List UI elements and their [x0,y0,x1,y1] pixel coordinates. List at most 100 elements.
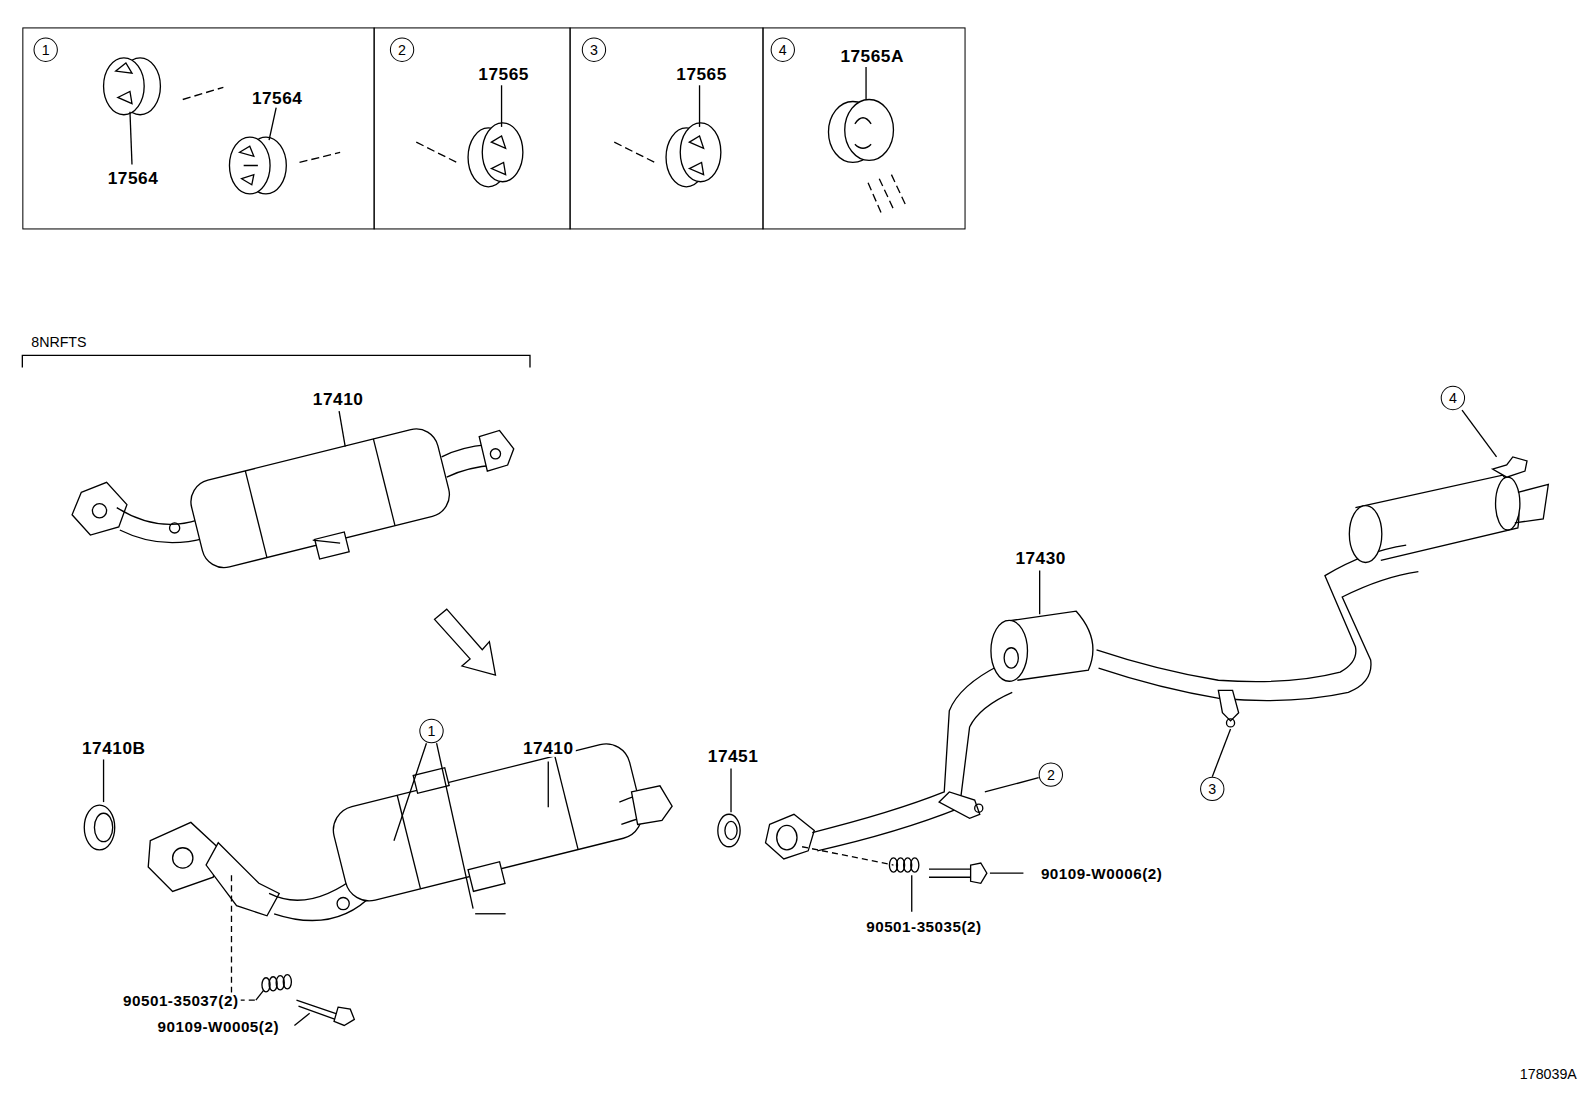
illustration-line [855,118,871,148]
illustration-line [1212,729,1230,777]
illustration-line [116,63,132,104]
illustration-line [1004,648,1018,668]
illustration-line [911,858,919,872]
illustration-line [614,142,655,162]
part-number: 17565 [476,65,531,82]
callout-circle: 1 [419,719,443,743]
illustration-line [1492,457,1527,477]
part-number: 17564 [250,90,305,107]
illustration-line [1226,719,1234,727]
illustration-line [911,875,912,912]
illustration-line [328,739,647,906]
illustration-line [397,795,420,889]
detail-panel: 17565A 4 [762,27,965,229]
illustration-line [186,424,457,586]
illustration-line [1462,410,1497,457]
illustration-line [104,58,341,194]
illustration-line [173,848,193,868]
illustration-line [296,1000,341,1020]
illustration-line [865,67,866,99]
illustration-line [479,430,514,471]
illustration-line [313,540,340,543]
illustration-line [104,58,145,115]
illustration-line [868,183,881,213]
illustration-line [337,898,349,910]
illustration-line [971,863,987,883]
callout-circle: 2 [1039,762,1063,786]
illustration-line [186,424,454,572]
illustration-line [435,609,496,675]
callout-number: 4 [1449,391,1457,405]
illustration-line [283,975,291,989]
illustration-line [614,85,721,187]
illustration-line [1039,571,1040,615]
illustration-line [680,123,721,182]
illustration-line [130,112,132,165]
illustration-line [891,175,905,205]
part-number: 17565A [838,48,906,65]
illustration-line [985,778,1039,792]
illustration-line [548,761,549,807]
part-number: 17410 [521,740,576,757]
illustration-line [416,142,457,162]
part-number: 17410 [311,390,366,407]
illustration-line [501,85,502,127]
illustration-line [879,179,893,209]
illustration-line [300,152,341,162]
illustration-line [325,724,651,921]
part-number: 178039A [1518,1067,1579,1081]
illustration-line [103,759,104,802]
illustration-line [555,756,578,850]
illustration-line [84,805,114,850]
illustration-line [845,99,894,160]
callout-number: 3 [1208,782,1216,796]
callout-number: 2 [1047,768,1055,782]
illustration-line [94,813,112,841]
illustration-line [334,1007,354,1025]
illustration-line [183,87,224,99]
illustration-line [991,620,1028,681]
illustration-line [689,136,703,175]
illustration-line [468,862,505,892]
illustration-line [256,975,354,1026]
illustration-line [373,439,395,526]
illustration-line [766,814,815,859]
detail-panel: 17564175641 [22,27,374,229]
part-label: 8NRFTS [29,335,88,349]
callout-circle: 1 [34,38,58,62]
illustration-line [766,410,1549,859]
illustration-line [315,532,349,559]
illustration-line [632,786,673,825]
illustration-line [718,814,740,846]
illustration-line [148,822,219,891]
illustration-line [1097,545,1419,700]
illustration-line [777,825,797,849]
illustration-line [482,123,523,182]
illustration-line [889,858,1023,912]
illustration-line [939,792,980,818]
illustration-line [828,67,905,213]
illustration-line [730,769,731,813]
part-label: 90109-W0006(2) [1039,866,1164,881]
illustration-line [394,743,426,840]
callout-circle: 4 [771,38,795,62]
illustration-line [1349,506,1381,563]
illustration-line [206,843,279,916]
illustration-line [339,411,345,447]
illustration-line [725,821,737,839]
illustration-line [802,847,893,865]
part-label: 90501-35037(2) [121,992,241,1007]
part-number: 17430 [1013,550,1068,567]
part-label: 90109-W0005(2) [156,1019,281,1034]
detail-panel: 175653 [570,27,764,229]
illustration-line [437,743,474,908]
illustration-line [92,504,106,518]
illustration-line [117,508,205,543]
illustration-line [170,523,180,533]
callout-number: 2 [398,43,406,57]
part-label: 90501-35035(2) [864,918,984,933]
illustration-line [240,146,258,185]
callout-number: 4 [779,43,787,57]
illustration-line [148,724,672,921]
